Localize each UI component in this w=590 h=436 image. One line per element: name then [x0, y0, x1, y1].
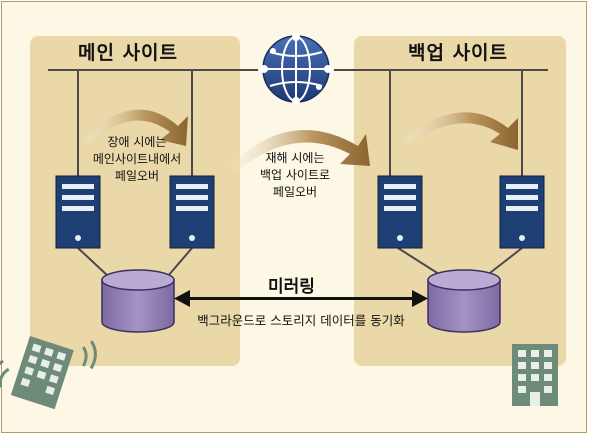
curved-arrow-icon — [404, 112, 518, 150]
building-icon — [0, 336, 97, 410]
building-icon — [512, 344, 558, 406]
mirroring-description: 백그라운드로 스토리지 데이터를 동기화 — [197, 313, 405, 328]
backup-site-title: 백업 사이트 — [408, 42, 509, 64]
curved-arrow-icon — [230, 130, 370, 172]
globe-icon — [258, 31, 334, 107]
server-icon — [499, 175, 545, 249]
storage-icon — [101, 269, 175, 333]
storage-icon — [427, 269, 501, 333]
main-site-title: 메인 사이트 — [78, 42, 179, 64]
server-icon — [55, 175, 101, 249]
server-icon — [169, 175, 215, 249]
main-failover-label: 장애 시에는 메인사이트내에서 페일오버 — [92, 135, 182, 183]
double-arrow-icon — [174, 290, 428, 307]
disaster-failover-label: 재해 시에는 백업 사이트로 페일오버 — [259, 151, 331, 199]
server-icon — [377, 175, 423, 249]
mirroring-title: 미러링 — [268, 277, 315, 297]
curved-arrow-icon — [84, 109, 188, 146]
